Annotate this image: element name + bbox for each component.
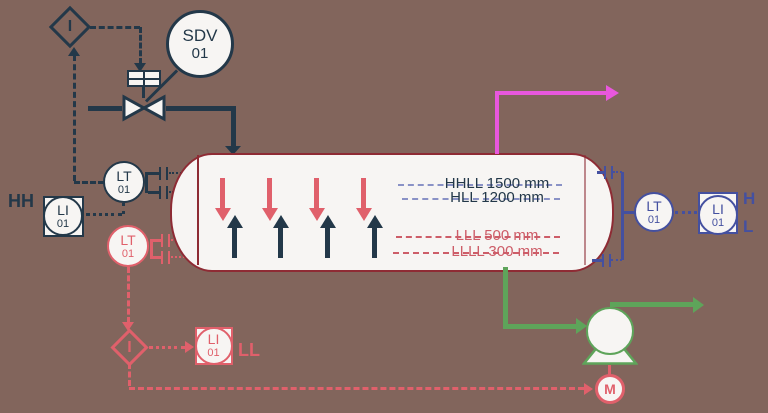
- tapping-ticks: [604, 166, 613, 179]
- tapping-line: [597, 171, 605, 174]
- tapping-ticks: [602, 254, 611, 267]
- up-flow-arrowhead: [273, 215, 289, 228]
- vapor-outlet-line: [495, 93, 499, 154]
- signal-line: [73, 55, 76, 181]
- level-indicator-hh-bubble: LI 01: [43, 196, 83, 236]
- level-transmitter-top: LT 01: [103, 161, 145, 203]
- signal-arrow-down: [134, 63, 146, 72]
- interlock-label-low: I: [127, 338, 132, 356]
- down-flow-arrow: [220, 178, 225, 209]
- pump-suction-arrow: [576, 318, 587, 334]
- level-indicator-right: LI 01: [698, 192, 738, 235]
- signal-line-low: [127, 267, 130, 323]
- tapping-bracket: [150, 239, 153, 259]
- high-alarm-label: H: [743, 189, 756, 208]
- data-link: [122, 203, 125, 214]
- up-flow-arrow: [278, 227, 283, 258]
- valve-actuator: [127, 70, 161, 87]
- inlet-pipe: [166, 106, 236, 111]
- ll-setpoint-label: LL: [238, 340, 260, 360]
- motor-bubble: M: [595, 374, 625, 404]
- signal-line: [139, 27, 142, 64]
- tapping-ticks: [161, 234, 170, 247]
- vapor-outlet-arrow: [606, 85, 619, 101]
- level-transmitter-right: LT 01: [634, 192, 674, 232]
- tapping-capillary: [611, 259, 622, 261]
- inlet-pipe: [88, 106, 122, 111]
- level-indicator-hh: LI 01: [43, 196, 84, 237]
- pump-suction-line: [503, 267, 508, 327]
- motor-trip-line: [129, 387, 584, 390]
- motor-trip-arrow: [584, 383, 593, 395]
- tapping-line: [592, 259, 602, 262]
- level-label-hll: HLL 1200 mm: [450, 189, 544, 206]
- level-indicator-right-bubble: LI 01: [698, 195, 738, 235]
- tapping-capillary: [171, 256, 185, 258]
- down-flow-arrow: [267, 178, 272, 209]
- tapping-capillary: [613, 171, 622, 173]
- data-link-arrow: [185, 341, 194, 353]
- tapping-line: [148, 191, 159, 194]
- tapping-line: [622, 211, 635, 214]
- motor-trip-line: [128, 363, 131, 386]
- level-label-hhll: HHLL 1500 mm: [444, 175, 550, 192]
- tapping-line: [148, 172, 159, 175]
- signal-arrow-up: [68, 47, 80, 56]
- valve-icon: [122, 94, 166, 122]
- up-flow-arrow: [232, 227, 237, 258]
- down-flow-arrow: [361, 178, 366, 209]
- up-flow-arrowhead: [227, 215, 243, 228]
- data-link: [675, 211, 697, 214]
- level-line-llll: [393, 252, 559, 254]
- pump-discharge-arrow: [693, 297, 704, 313]
- level-transmitter-low: LT 01: [107, 225, 149, 267]
- valve-right-wedge: [140, 94, 166, 122]
- level-line-lll: [396, 236, 560, 238]
- data-link: [149, 346, 185, 349]
- level-indicator-ll: LI 01: [194, 326, 233, 365]
- inlet-pipe: [231, 106, 236, 147]
- signal-arrow-down: [122, 322, 134, 331]
- signal-line: [74, 181, 104, 184]
- level-label-lll: LLL 500 mm: [455, 227, 539, 244]
- tapping-line: [153, 256, 161, 259]
- shutdown-valve: [122, 94, 166, 127]
- vapor-outlet-line: [495, 91, 607, 95]
- data-link: [86, 213, 122, 216]
- level-label-llll: LLLL 300 mm: [451, 243, 543, 260]
- up-flow-arrow: [325, 227, 330, 258]
- inlet-pipe-arrow: [225, 146, 241, 155]
- tapping-ticks: [159, 186, 168, 199]
- up-flow-arrowhead: [367, 215, 383, 228]
- valve-left-wedge: [122, 94, 148, 122]
- interlock-label-top: I: [67, 18, 73, 35]
- hh-setpoint-label: HH: [8, 191, 34, 211]
- down-flow-arrow: [314, 178, 319, 209]
- pump-suction-line: [503, 324, 577, 329]
- tapping-bracket: [145, 172, 148, 193]
- up-flow-arrowhead: [320, 215, 336, 228]
- tapping-bracket: [621, 172, 624, 260]
- tapping-line: [153, 239, 161, 242]
- signal-line: [90, 26, 140, 29]
- pump-discharge-line: [610, 302, 694, 307]
- low-alarm-label: L: [743, 217, 754, 236]
- up-flow-arrow: [372, 227, 377, 258]
- pump: [586, 307, 634, 355]
- motor-link: [608, 365, 611, 375]
- sdv-valve-bubble: SDV 01: [166, 10, 234, 78]
- level-indicator-ll-bubble: LI 01: [194, 326, 233, 365]
- level-line-hhll: [398, 184, 562, 186]
- level-line-hll: [402, 198, 560, 200]
- tapping-capillary: [169, 172, 185, 174]
- vessel-head-seam: [584, 155, 586, 265]
- tapping-ticks: [161, 251, 170, 264]
- tapping-ticks: [159, 167, 168, 180]
- valve-stem: [142, 87, 145, 98]
- vessel-head-seam: [197, 155, 199, 265]
